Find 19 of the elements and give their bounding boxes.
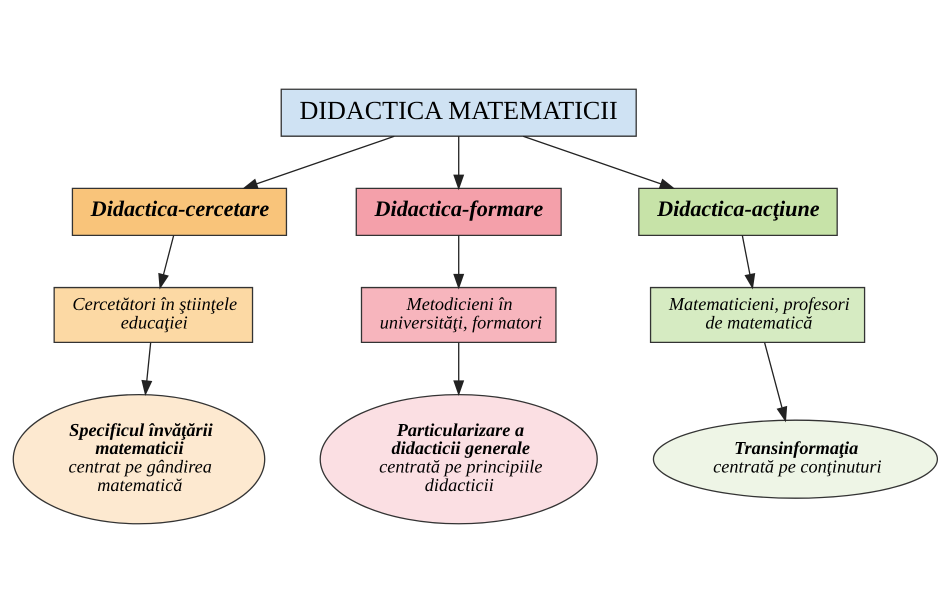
arrow [522,136,676,189]
node-box: Cercetători în ştiinţele educaţiei [54,286,254,344]
node-ellipse: Transinformaţia centrată pe conţinuturi [652,420,938,499]
node-box: Didactica-formare [356,188,562,236]
node-box: DIDACTICA MATEMATICII [280,88,637,137]
node-ellipse: Specificul învăţării matematicii centrat pe gândirea matematică [12,394,266,524]
node-box: Matematicieni, profesori de matematică [650,286,866,344]
arrow [453,235,464,290]
arrow [742,235,756,290]
node-ellipse: Particularizare a didacticii generale centrată pe principiile didacticii [320,394,598,524]
node-box: Didactica-acţiune [638,188,838,236]
arrow [453,136,464,190]
arrow [158,235,174,290]
node-box: Didactica-cercetare [72,188,288,236]
arrow [764,342,788,422]
arrow [453,342,464,396]
node-box: Metodicieni în universităţi, formatori [360,286,557,344]
arrow [242,136,394,189]
arrow [141,342,152,396]
